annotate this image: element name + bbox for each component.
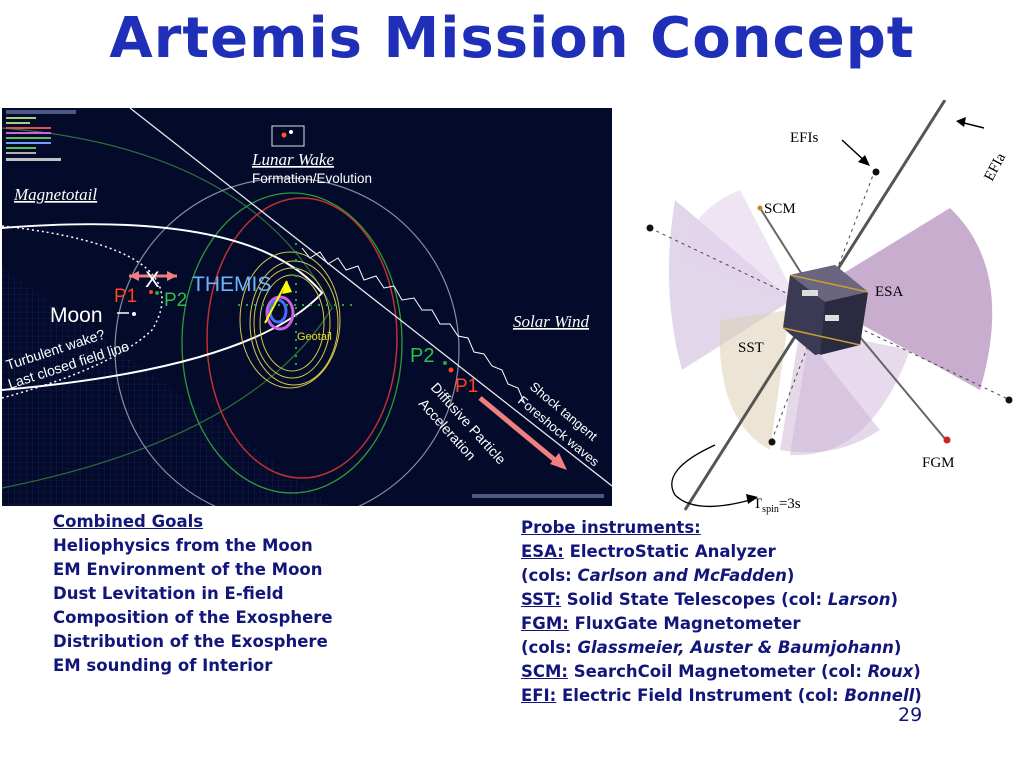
tspin-label: Tspin=3s: [753, 496, 801, 515]
efis-label: EFIs: [790, 130, 819, 146]
goal-item: Composition of the Exosphere: [53, 608, 333, 627]
p1-label: P1: [114, 286, 137, 307]
x-mark: X: [145, 267, 160, 292]
moon-label: Moon: [50, 304, 103, 327]
p2-b-label: P2: [410, 345, 434, 367]
page-number: 29: [898, 704, 923, 726]
lunar-wake-label: Lunar Wake: [251, 150, 334, 169]
fgm-label: FGM: [922, 455, 955, 471]
goal-item: Distribution of the Exosphere: [53, 632, 328, 651]
instrument-scm: SCM: SearchCoil Magnetometer (col: Roux): [521, 662, 921, 681]
efia-label: EFIa: [981, 150, 1009, 184]
instrument-esa-cols: (cols: Carlson and McFadden): [521, 566, 795, 585]
formation-label: Formation/Evolution: [252, 171, 372, 186]
instrument-esa: ESA: ElectroStatic Analyzer: [521, 542, 776, 561]
goals-header: Combined Goals: [53, 512, 204, 531]
sst-label: SST: [738, 340, 764, 356]
instruments-header: Probe instruments:: [521, 518, 701, 537]
probe-instruments: Probe instruments: ESA: ElectroStatic An…: [521, 516, 1021, 708]
geotail-label: Geotail: [297, 331, 332, 343]
probe-diagram: EFIs EFIa SCM ESA SST FGM Tspin=3s: [646, 100, 1013, 515]
instrument-sst: SST: Solid State Telescopes (col: Larson…: [521, 590, 899, 609]
legend-block: [6, 110, 76, 161]
p1-b-label: P1: [455, 376, 478, 397]
goal-item: EM sounding of Interior: [53, 656, 273, 675]
combined-goals: Combined Goals Heliophysics from the Moo…: [53, 510, 473, 678]
scm-label: SCM: [764, 201, 796, 217]
goal-item: Dust Levitation in E-field: [53, 584, 284, 603]
orbit-diagram: Magnetotail Lunar Wake Formation/Evoluti…: [2, 108, 612, 506]
instrument-fgm: FGM: FluxGate Magnetometer: [521, 614, 801, 633]
themis-label: THEMIS: [192, 273, 271, 296]
esa-label: ESA: [875, 284, 904, 300]
instrument-efi: EFI: Electric Field Instrument (col: Bon…: [521, 686, 922, 705]
goal-item: EM Environment of the Moon: [53, 560, 323, 579]
spacecraft-body: [782, 265, 869, 355]
slide-title: Artemis Mission Concept: [109, 6, 915, 71]
magnetotail-label: Magnetotail: [13, 185, 97, 204]
instrument-fgm-cols: (cols: Glassmeier, Auster & Baumjohann): [521, 638, 902, 657]
goal-item: Heliophysics from the Moon: [53, 536, 313, 555]
solar-wind-label: Solar Wind: [513, 312, 590, 331]
p2-label: P2: [164, 290, 187, 311]
